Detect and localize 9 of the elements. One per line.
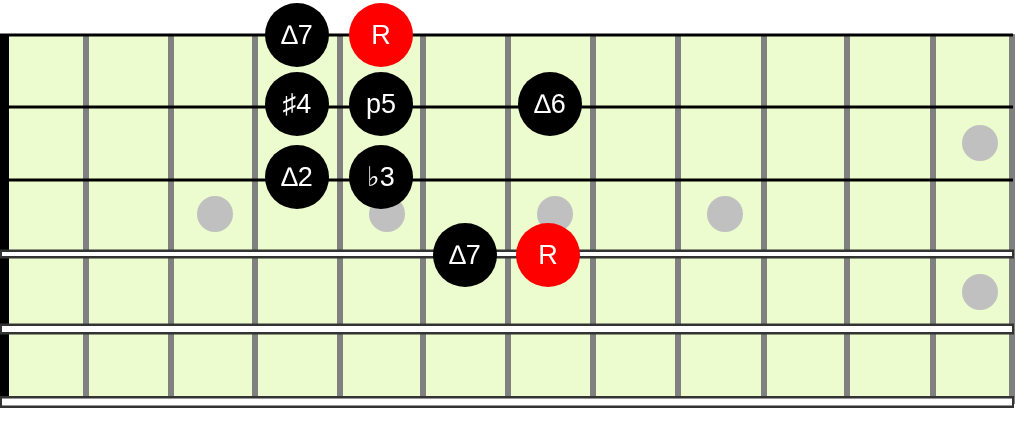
- interval-label: ♯4: [282, 90, 312, 118]
- interval-label: R: [538, 241, 558, 269]
- interval-label: ∆7: [281, 21, 313, 49]
- interval-label: p5: [365, 90, 396, 118]
- interval-label: ∆6: [534, 90, 566, 118]
- interval-label: ∆2: [281, 163, 313, 191]
- interval-label: R: [371, 21, 391, 49]
- interval-label: ∆7: [449, 241, 481, 269]
- interval-label: ♭3: [367, 163, 395, 191]
